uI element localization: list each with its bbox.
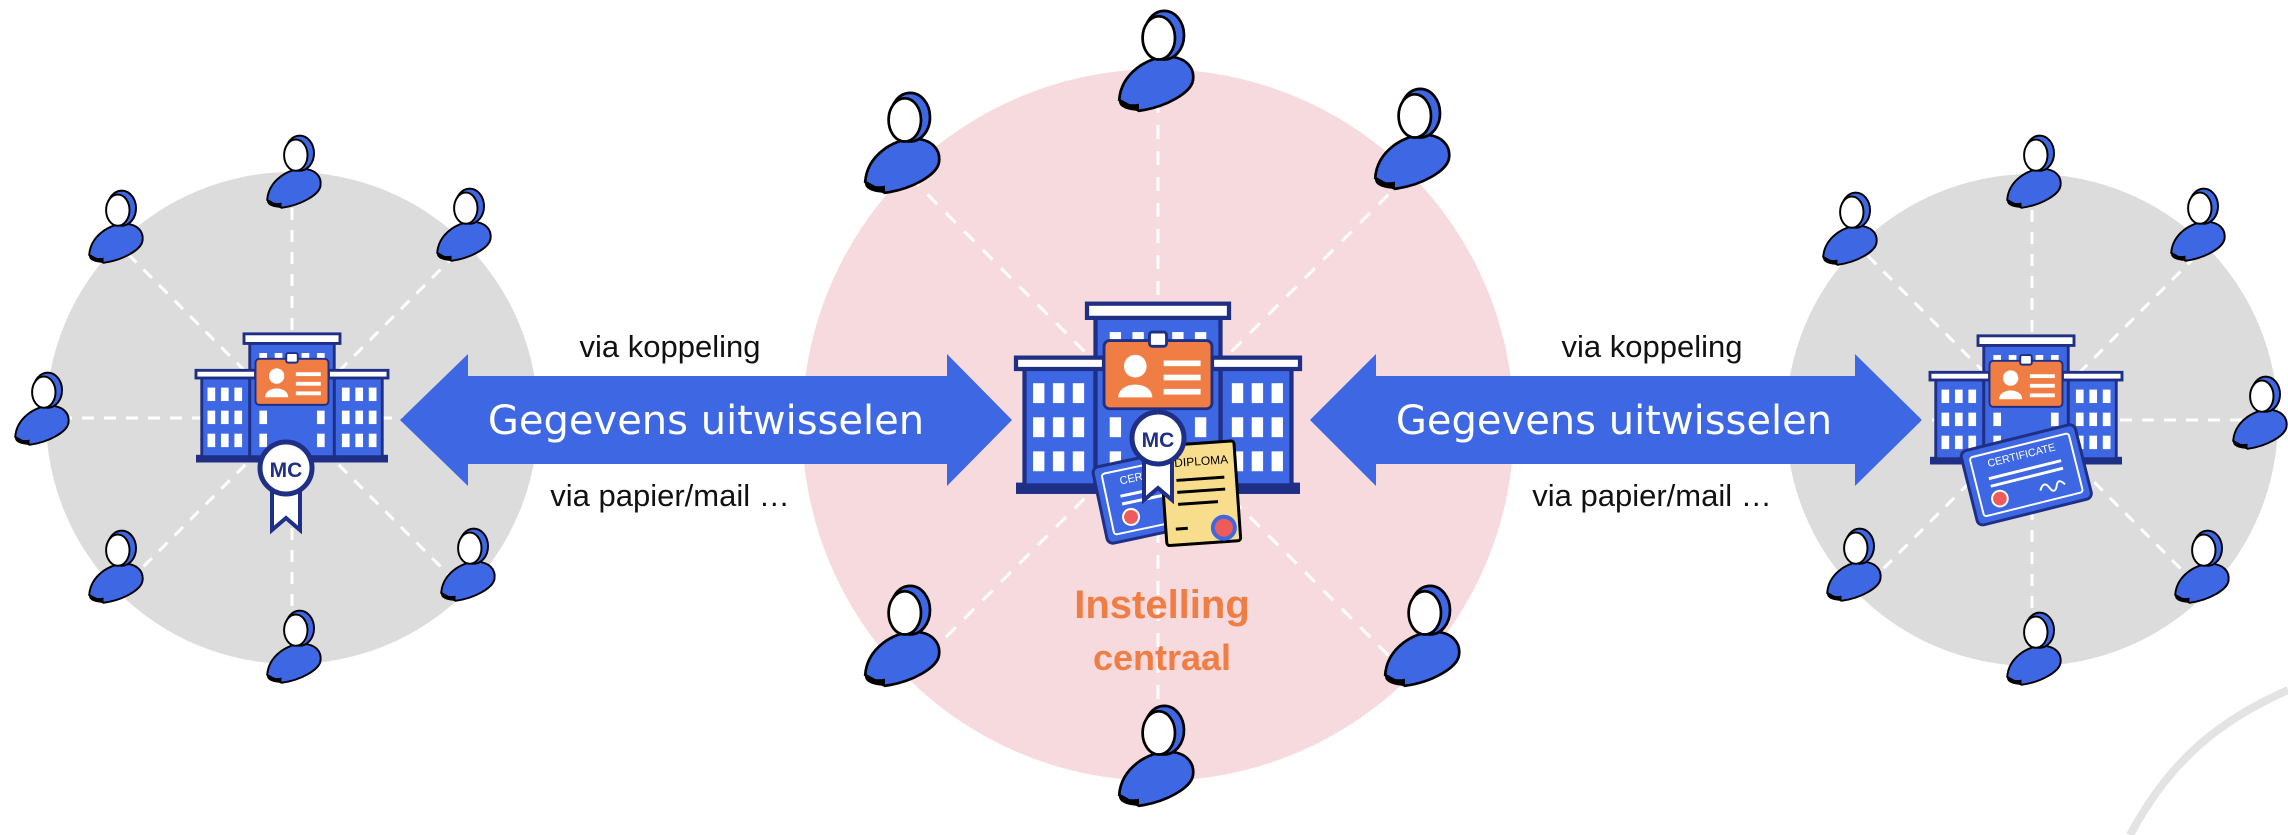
left-institution-group: MC <box>14 134 538 684</box>
center-title-line2: centraal <box>1093 637 1231 678</box>
person-icon <box>1373 87 1451 191</box>
person-icon <box>436 187 492 262</box>
badge-icon: MC <box>260 442 312 530</box>
badge-icon: MC <box>1132 412 1184 500</box>
svg-text:MC: MC <box>1142 429 1175 452</box>
arrow-caption-below: via papier/mail … <box>1532 478 1771 513</box>
left-exchange-arrow: Gegevens uitwisselen via koppeling via p… <box>400 329 1012 513</box>
center-institution-group: CERTIFICATE DIPLOMA MC Instelling centra… <box>802 9 1514 808</box>
arrow-label: Gegevens uitwisselen <box>1396 398 1832 444</box>
center-title-line1: Instelling <box>1074 583 1250 627</box>
svg-text:DIPLOMA: DIPLOMA <box>1174 452 1229 470</box>
certificate-icon: CERTIFICATE <box>1958 422 2095 528</box>
arrow-caption-below: via papier/mail … <box>550 478 789 513</box>
svg-text:MC: MC <box>270 459 303 482</box>
arrow-label: Gegevens uitwisselen <box>488 398 924 444</box>
person-icon <box>14 371 70 446</box>
decorative-arc <box>2126 686 2288 835</box>
double-arrow-shape <box>1310 354 1922 486</box>
person-icon <box>2006 134 2062 209</box>
person-icon <box>863 91 941 195</box>
arrow-caption-above: via koppeling <box>580 329 761 364</box>
arrow-caption-above: via koppeling <box>1562 329 1743 364</box>
right-exchange-arrow: Gegevens uitwisselen via koppeling via p… <box>1310 329 1922 513</box>
person-icon <box>88 189 144 264</box>
person-icon <box>1822 191 1878 266</box>
diploma-icon: DIPLOMA <box>1158 439 1243 548</box>
double-arrow-shape <box>400 354 1012 486</box>
person-icon <box>266 134 322 209</box>
person-icon <box>1117 9 1195 113</box>
